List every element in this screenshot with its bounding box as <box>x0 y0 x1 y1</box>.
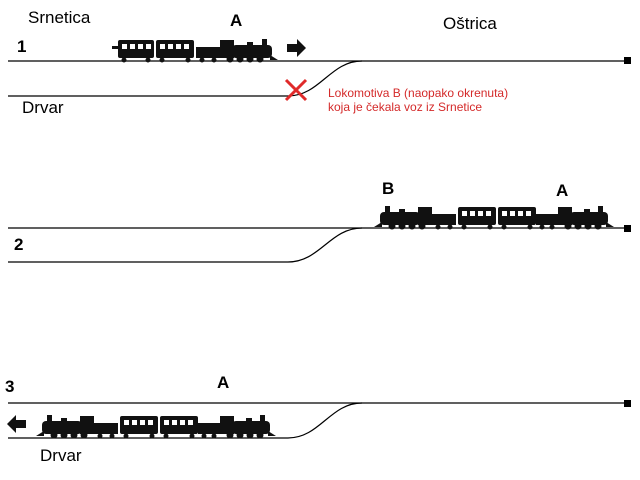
train-a <box>112 39 278 63</box>
branch-track-drvar <box>8 227 363 263</box>
panel-step-3: A 3 Drvar <box>5 373 631 465</box>
step-number-1: 1 <box>17 37 26 56</box>
train-a-with-b <box>36 415 276 439</box>
branch-track-drvar <box>8 402 363 439</box>
tender-icon <box>94 423 118 439</box>
annotation-line-1: Lokomotiva B (naopako okrenuta) <box>328 86 508 100</box>
track-end-marker <box>624 225 631 232</box>
steam-locomotive-icon <box>558 206 614 230</box>
train-label-a: A <box>217 373 229 392</box>
red-x-icon <box>284 78 308 102</box>
steam-locomotive-icon <box>374 206 432 230</box>
station-label-drvar: Drvar <box>40 446 82 465</box>
passenger-carriage-icon <box>120 416 158 439</box>
panel-step-1: Srnetica A Oštrica 1 Drvar <box>8 8 631 117</box>
coupler <box>112 46 118 49</box>
branch-track-drvar <box>8 60 363 97</box>
tender-icon <box>432 214 456 230</box>
passenger-carriage-icon <box>498 207 536 230</box>
passenger-carriage-icon <box>156 40 194 63</box>
annotation-line-2: koja je čekala voz iz Srnetice <box>328 100 482 114</box>
arrow-left-icon <box>7 415 26 433</box>
passenger-carriage-icon <box>118 40 154 63</box>
station-label-srnetica: Srnetica <box>28 8 91 27</box>
train-label-b: B <box>382 179 394 198</box>
step-number-3: 3 <box>5 377 14 396</box>
step-number-2: 2 <box>14 235 23 254</box>
tender-icon <box>196 47 220 63</box>
track-end-marker <box>624 57 631 64</box>
track-end-marker <box>624 400 631 407</box>
passenger-carriage-icon <box>458 207 496 230</box>
station-label-drvar: Drvar <box>22 98 64 117</box>
tender-icon <box>198 423 220 439</box>
tender-icon <box>536 214 558 230</box>
passenger-carriage-icon <box>160 416 198 439</box>
steam-locomotive-icon <box>220 39 278 63</box>
steam-locomotive-icon <box>36 415 94 439</box>
steam-locomotive-icon <box>220 415 276 439</box>
train-b-and-a <box>374 206 614 230</box>
arrow-right-icon <box>287 39 306 57</box>
train-label-a: A <box>230 11 242 30</box>
train-label-a: A <box>556 181 568 200</box>
panel-step-2: B A 2 <box>8 179 631 263</box>
station-label-ostrica: Oštrica <box>443 14 497 33</box>
